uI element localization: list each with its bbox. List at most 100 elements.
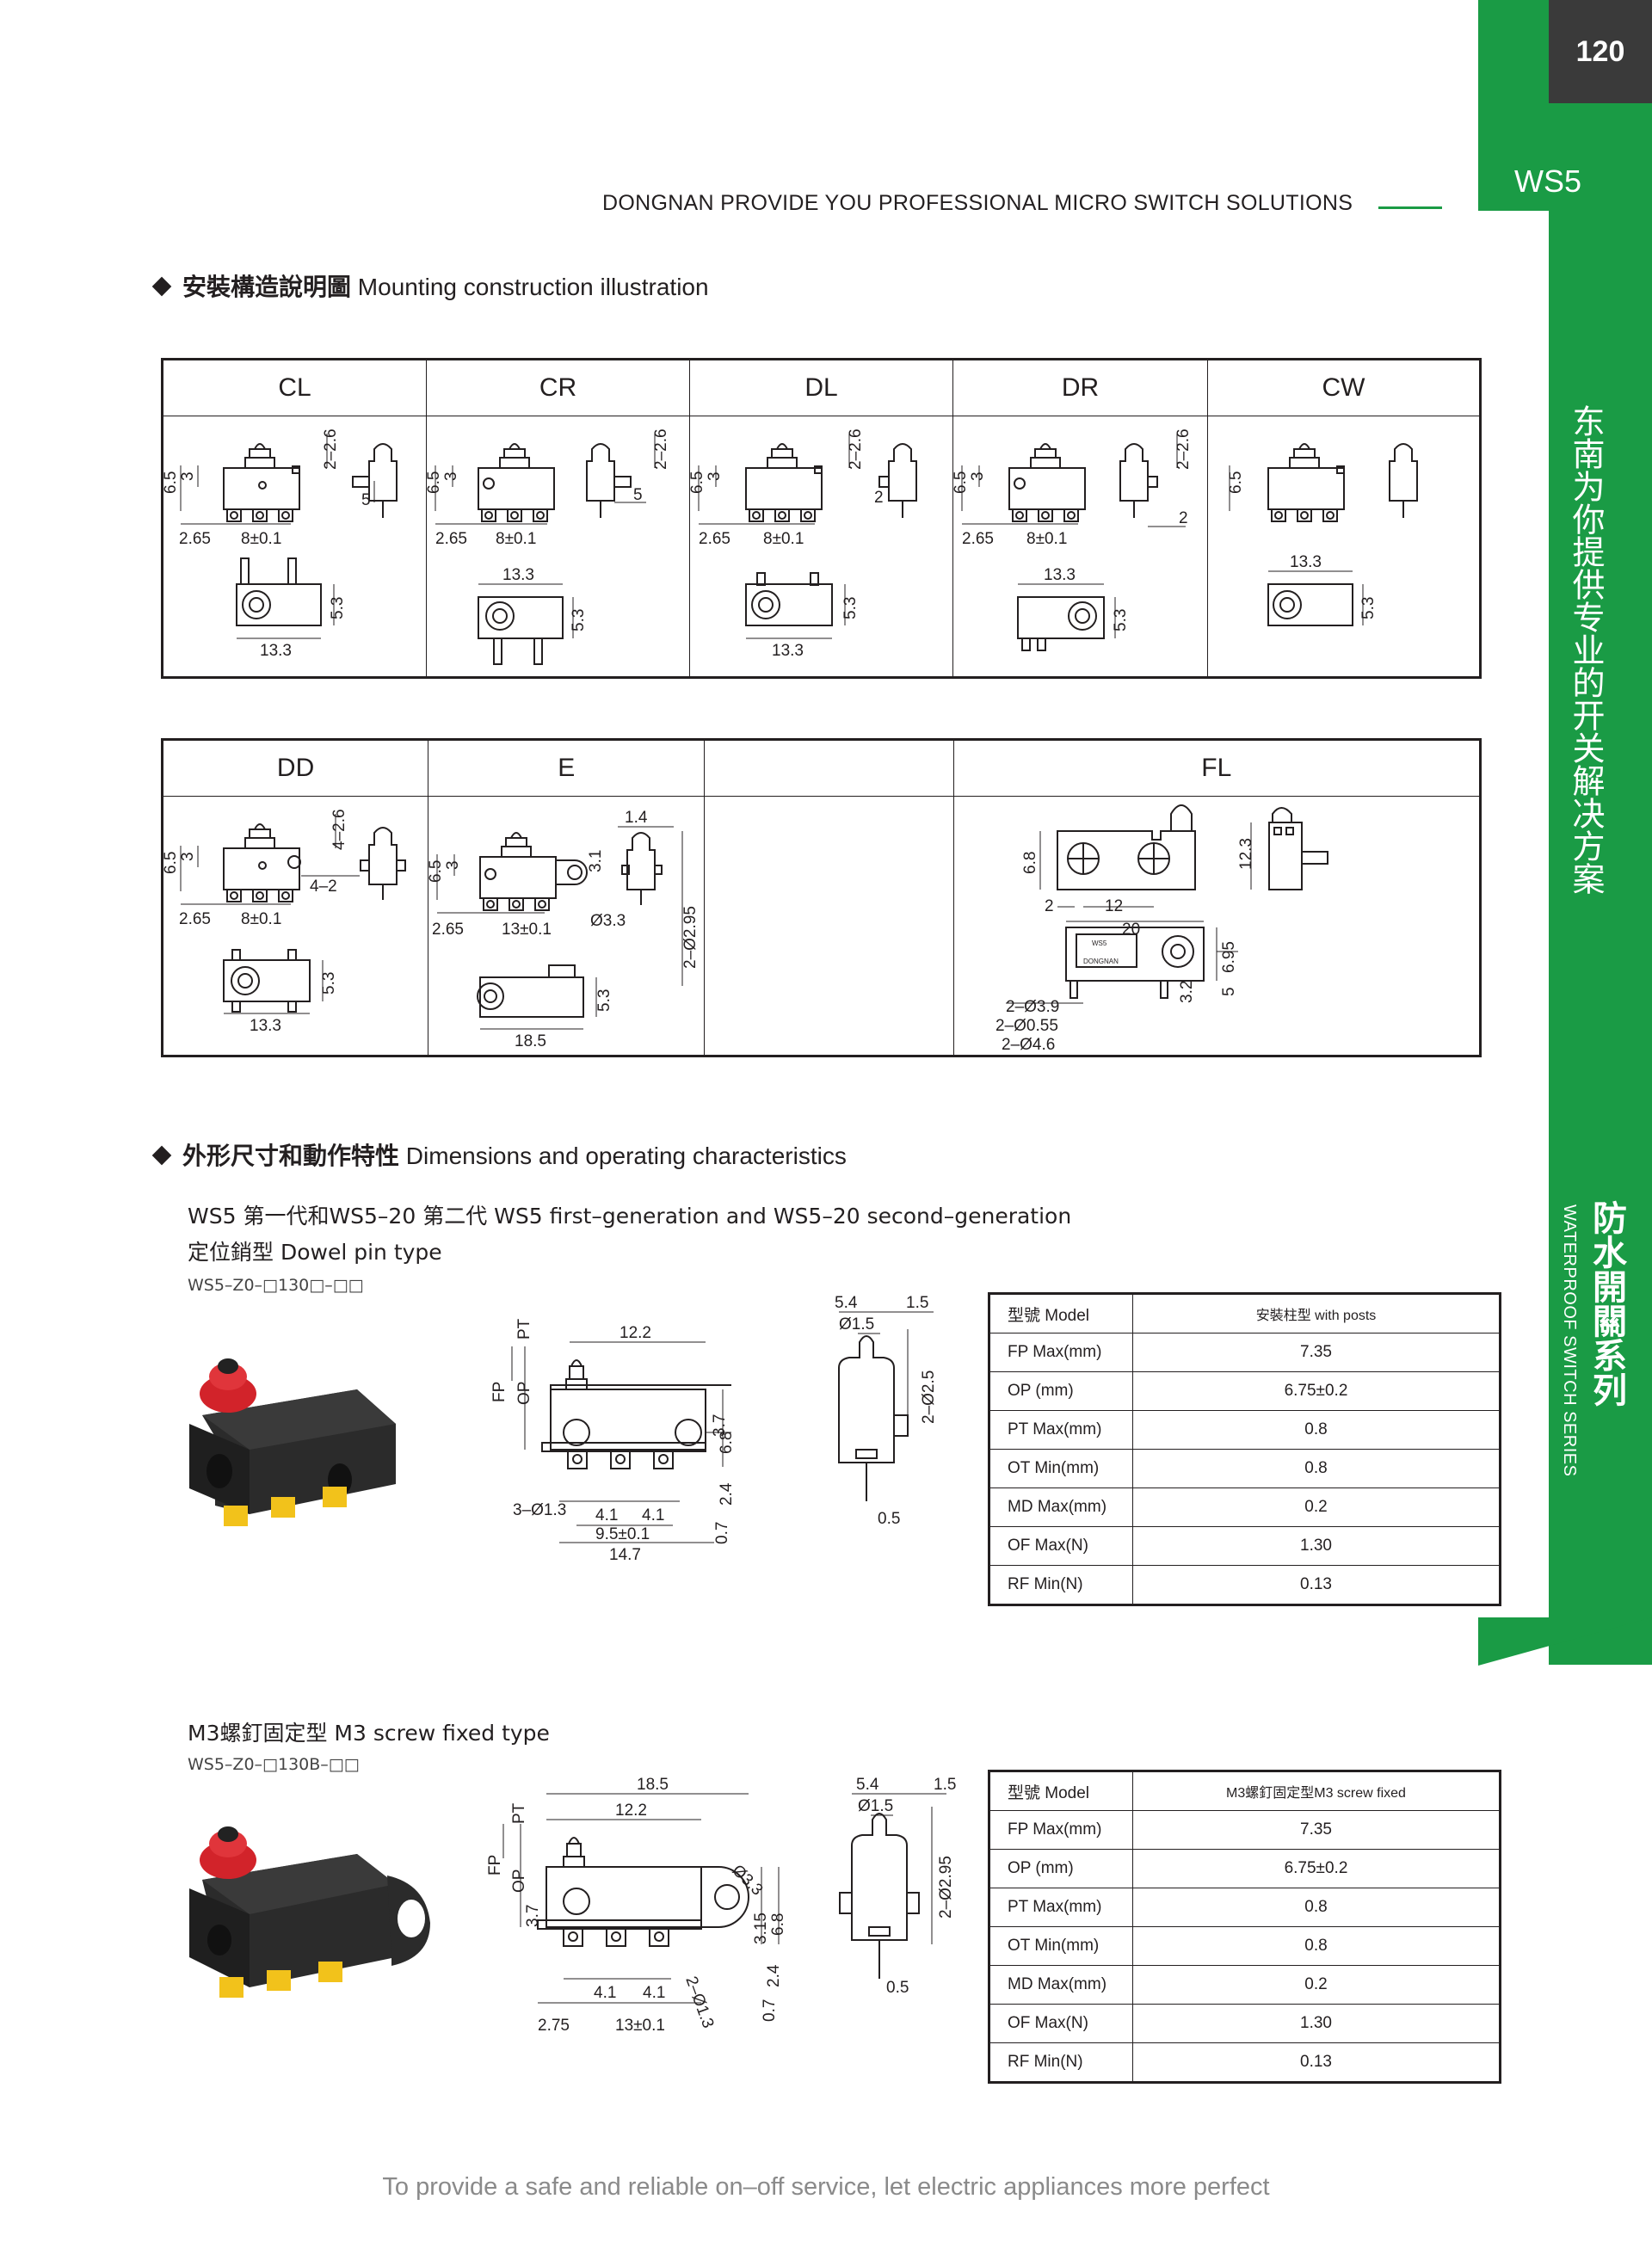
dim-4-1-a: 4.1 bbox=[594, 1984, 616, 2002]
dim-9-5: 9.5±0.1 bbox=[595, 1525, 650, 1543]
screw-switch-photo bbox=[189, 1826, 430, 1998]
dim-12-3: 12.3 bbox=[1237, 838, 1255, 870]
dim-3: 3 bbox=[179, 471, 197, 481]
dim-8: 8±0.1 bbox=[241, 530, 281, 548]
spec-value: 0.8 bbox=[1132, 1410, 1501, 1450]
dim-3: 3 bbox=[969, 471, 987, 481]
dim-5-4: 5.4 bbox=[835, 1295, 858, 1312]
spec-key: OF Max(N) bbox=[989, 2004, 1133, 2043]
dim-13-3: 13.3 bbox=[260, 642, 292, 660]
cell-blank bbox=[704, 796, 954, 1056]
dim-12-2: 12.2 bbox=[615, 1802, 647, 1820]
diamond-bullet-icon bbox=[151, 1145, 172, 1165]
dim-6-5: 6.5 bbox=[690, 471, 706, 494]
dowel-type-label: 定位銷型 Dowel pin type bbox=[188, 1240, 442, 1265]
spec-key: OT Min(mm) bbox=[989, 1449, 1133, 1488]
dim-6-5: 6.5 bbox=[1227, 471, 1245, 494]
dim-5-3: 5.3 bbox=[320, 972, 338, 995]
dim-6-8: 6.8 bbox=[1021, 852, 1039, 874]
dim-2: 2 bbox=[1045, 897, 1054, 915]
dim-0-5: 0.5 bbox=[878, 1510, 900, 1528]
spec-row: RF Min(N)0.13 bbox=[989, 1565, 1501, 1605]
dim-6-95: 6.95 bbox=[1220, 941, 1238, 973]
dowel-part-code: WS5–Z0–□130□–□□ bbox=[188, 1276, 364, 1295]
spec-value: 0.8 bbox=[1132, 1449, 1501, 1488]
screw-front-drawing: 18.5 12.2 PT OP FP 3.7 Ø3.3 3.15 6.8 2.4… bbox=[486, 1776, 787, 2035]
dim-5: 5 bbox=[633, 486, 643, 504]
dim-8: 8±0.1 bbox=[241, 910, 281, 928]
dowel-switch-photo bbox=[189, 1358, 396, 1526]
dim-13-3: 13.3 bbox=[772, 642, 804, 660]
dim-2o1-3: 2–Ø1.3 bbox=[681, 1974, 717, 2031]
dim-2-65: 2.65 bbox=[699, 530, 730, 548]
spec-row: OT Min(mm)0.8 bbox=[989, 1449, 1501, 1488]
spec-value: 0.2 bbox=[1132, 1487, 1501, 1527]
spec-value: 0.13 bbox=[1132, 2042, 1501, 2083]
spec-row: MD Max(mm)0.2 bbox=[989, 1487, 1501, 1527]
cell-dr: 6.5 3 2.65 8±0.1 2–2.6 2 5.3 13.3 bbox=[952, 416, 1208, 678]
spec-value: 7.35 bbox=[1132, 1810, 1501, 1850]
header-empty bbox=[704, 739, 954, 797]
cr-drawing: 6.5 3 2.65 8±0.1 2–2.6 5 5.3 13.3 bbox=[427, 428, 670, 665]
screw-type-label: M3螺釘固定型 M3 screw fixed type bbox=[188, 1721, 550, 1746]
spec-header-row: 型號 Model M3螺釘固定型M3 screw fixed bbox=[989, 1771, 1501, 1811]
dim-5: 5 bbox=[1220, 987, 1238, 996]
dim-6-5: 6.5 bbox=[428, 860, 445, 883]
dim-3: 3 bbox=[442, 471, 460, 481]
cw-drawing: 6.5 5.3 13.3 bbox=[1227, 443, 1418, 626]
dim-2-65: 2.65 bbox=[432, 921, 464, 939]
spec-value: 1.30 bbox=[1132, 2004, 1501, 2043]
dowel-spec-table: 型號 Model 安裝柱型 with posts FP Max(mm)7.35 … bbox=[988, 1292, 1501, 1606]
generation-line: WS5 第一代和WS5–20 第二代 WS5 first–generation … bbox=[188, 1204, 1072, 1229]
dim-0-7: 0.7 bbox=[713, 1522, 731, 1544]
dim-4-1-b: 4.1 bbox=[642, 1506, 664, 1524]
dim-14-7: 14.7 bbox=[609, 1546, 641, 1564]
dim-5-3: 5.3 bbox=[570, 609, 588, 631]
header-dl: DL bbox=[689, 359, 953, 416]
spec-value: 0.13 bbox=[1132, 1565, 1501, 1605]
label-pt: PT bbox=[515, 1318, 533, 1340]
dim-6-5: 6.5 bbox=[163, 471, 180, 494]
dim-2: 2 bbox=[874, 489, 884, 507]
spec-row: OF Max(N)1.30 bbox=[989, 1526, 1501, 1566]
dim-3o1-3: 3–Ø1.3 bbox=[513, 1501, 566, 1519]
spec-row: OP (mm)6.75±0.2 bbox=[989, 1371, 1501, 1411]
spec-header-model: 型號 Model bbox=[989, 1771, 1133, 1811]
dim-8: 8±0.1 bbox=[763, 530, 804, 548]
dim-2-75: 2.75 bbox=[538, 2017, 570, 2035]
dim-13-3: 13.3 bbox=[502, 566, 534, 584]
side-tab-cut bbox=[1478, 1617, 1652, 1666]
spec-row: PT Max(mm)0.8 bbox=[989, 1888, 1501, 1927]
dim-5-3: 5.3 bbox=[1112, 609, 1130, 631]
dim-4-1-b: 4.1 bbox=[643, 1984, 665, 2002]
dim-13-3: 13.3 bbox=[1290, 553, 1322, 571]
spec-value: 6.75±0.2 bbox=[1132, 1849, 1501, 1888]
spec-key: OT Min(mm) bbox=[989, 1926, 1133, 1966]
dim-13: 13±0.1 bbox=[615, 2017, 665, 2035]
cell-cw: 6.5 5.3 13.3 bbox=[1207, 416, 1481, 678]
dim-0-5: 0.5 bbox=[886, 1979, 909, 1997]
side-category-en: WATERPROOF SWITCH SERIES bbox=[1560, 1204, 1579, 1477]
dim-13-3: 13.3 bbox=[250, 1017, 281, 1035]
spec-key: MD Max(mm) bbox=[989, 1487, 1133, 1527]
dim-6-8: 6.8 bbox=[718, 1432, 731, 1454]
dim-3-1: 3.1 bbox=[587, 850, 605, 872]
label-op: OP bbox=[515, 1382, 533, 1405]
dim-2-65: 2.65 bbox=[179, 530, 211, 548]
dim-5-3: 5.3 bbox=[329, 597, 347, 619]
e-drawing: 6.5 3 2.65 13±0.1 1.4 3.1 Ø3.3 2–Ø2.95 1… bbox=[428, 809, 700, 1050]
dim-o3-3: Ø3.3 bbox=[590, 912, 626, 930]
spec-header-model: 型號 Model bbox=[989, 1293, 1133, 1333]
cell-dl: 6.5 3 2.65 8±0.1 2–2.6 2 5.3 13.3 bbox=[689, 416, 953, 678]
label-op: OP bbox=[510, 1869, 528, 1893]
dim-2-4: 2.4 bbox=[765, 1964, 783, 1987]
label-fp: FP bbox=[486, 1855, 504, 1876]
dr-drawing: 6.5 3 2.65 8±0.1 2–2.6 2 5.3 13.3 bbox=[953, 428, 1193, 651]
spec-header-type: 安裝柱型 with posts bbox=[1132, 1293, 1501, 1333]
dim-3-7: 3.7 bbox=[524, 1905, 542, 1927]
dimensions-title-en: Dimensions and operating characteristics bbox=[405, 1143, 847, 1169]
series-code: WS5 bbox=[1514, 163, 1582, 199]
dim-2-2-6: 2–2.6 bbox=[652, 428, 670, 470]
spec-header-type: M3螺釘固定型M3 screw fixed bbox=[1132, 1771, 1501, 1811]
cl-drawing: 6.5 3 2.65 8±0.1 2–2.6 5 5.3 13.3 bbox=[163, 428, 398, 660]
